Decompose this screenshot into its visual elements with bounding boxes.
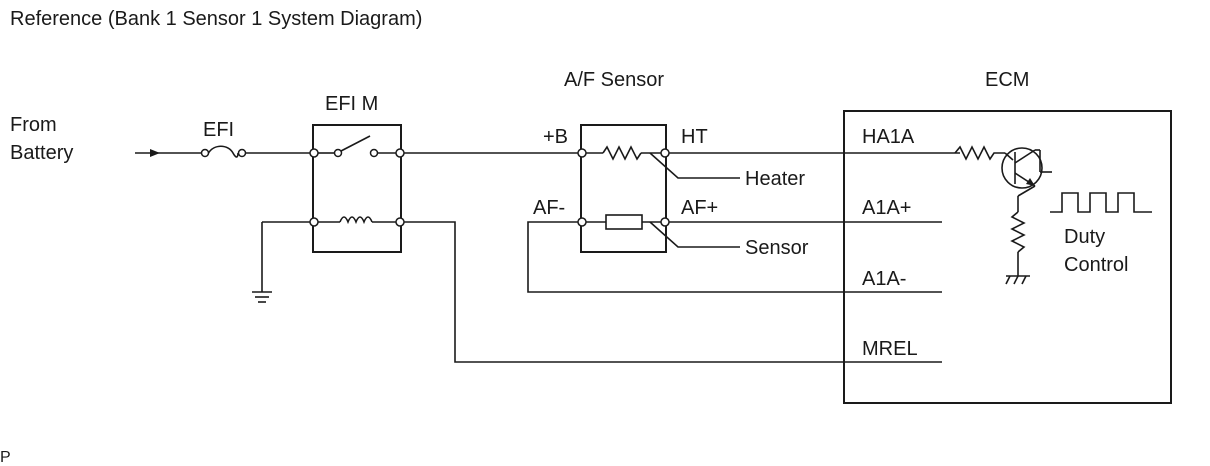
- heater-label: Heater: [745, 168, 805, 190]
- relay-switch: [309, 135, 405, 158]
- relay-ground: [252, 221, 310, 303]
- duty-control-line2: Control: [1064, 254, 1128, 276]
- pin-a1a-plus-label: A1A+: [862, 197, 911, 219]
- source-label-line1: From: [10, 114, 57, 136]
- sensor-pointer: [649, 221, 740, 248]
- sensor-title: A/F Sensor: [564, 69, 664, 91]
- fuse-label: EFI: [203, 119, 234, 141]
- pin-ha1a-label: HA1A: [862, 126, 915, 148]
- ecm-series-resistor: [954, 145, 1005, 161]
- ecm-transistor: [1001, 147, 1052, 197]
- pin-plus-b-label: +B: [543, 126, 568, 148]
- wire-af-minus-to-a1a-minus: [527, 221, 942, 293]
- ecm-pulldown-resistor: [1005, 196, 1030, 285]
- efi-m-relay: [312, 124, 402, 253]
- af-sensor-box: [580, 124, 667, 253]
- diagram-title: Reference (Bank 1 Sensor 1 System Diagra…: [10, 8, 422, 30]
- pin-ht-label: HT: [681, 126, 708, 148]
- wire-mrel: [404, 221, 942, 363]
- sensor-label: Sensor: [745, 237, 809, 259]
- battery-feed-wire: [135, 149, 205, 157]
- ecm-box: [843, 110, 1172, 404]
- heater-pointer: [649, 152, 740, 179]
- duty-waveform-icon: [1050, 192, 1152, 213]
- heater-element: [577, 145, 670, 161]
- ecm-title: ECM: [985, 69, 1029, 91]
- pin-a1a-minus-label: A1A-: [862, 268, 906, 290]
- relay-coil: [309, 216, 405, 227]
- efi-fuse: [200, 145, 247, 158]
- relay-label: EFI M: [325, 93, 378, 115]
- duty-control-line1: Duty: [1064, 226, 1105, 248]
- source-label-line2: Battery: [10, 142, 73, 164]
- corner-mark: P: [0, 449, 11, 466]
- pin-mrel-label: MREL: [862, 338, 918, 360]
- pin-af-minus-label: AF-: [533, 197, 565, 219]
- sensor-element: [577, 214, 670, 230]
- pin-af-plus-label: AF+: [681, 197, 718, 219]
